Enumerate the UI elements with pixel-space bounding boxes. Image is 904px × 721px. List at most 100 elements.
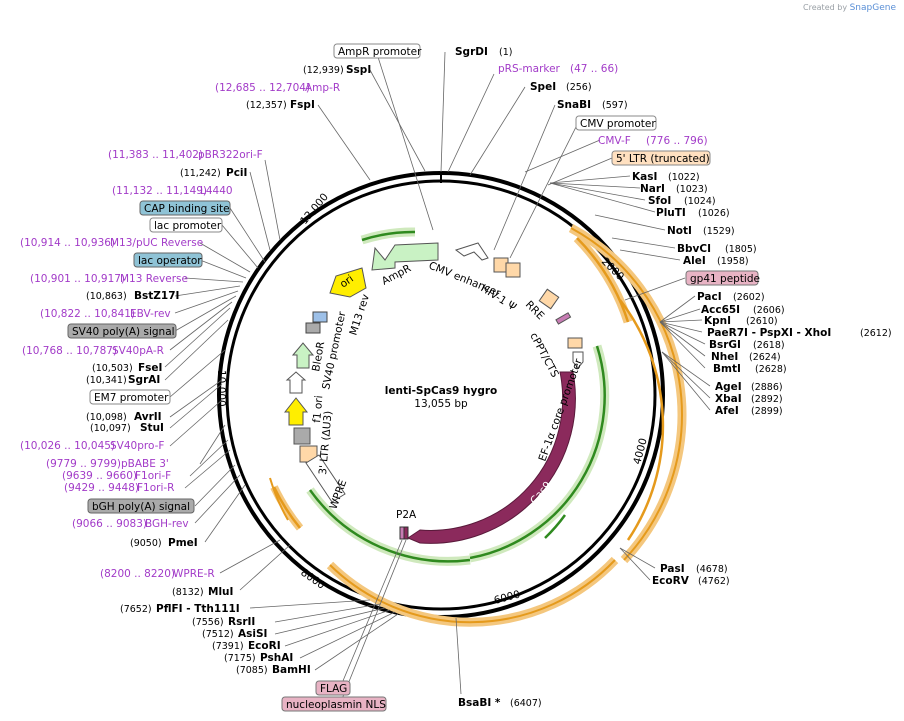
bstz-label: BstZ17I xyxy=(134,290,179,302)
nari-label: NarI xyxy=(640,183,665,195)
orange-arc-1-line xyxy=(570,227,683,561)
pbr-pos: (11,383 .. 11,402) xyxy=(108,149,203,161)
cppt-label: cPPT/CTS xyxy=(527,331,561,380)
agei-label: AgeI xyxy=(715,381,742,393)
cmvp-label: CMV promoter xyxy=(580,118,656,130)
ampr-promoter-box xyxy=(333,43,421,59)
f1r-label: F1ori-R xyxy=(137,482,174,494)
tick-8000: 8000 xyxy=(298,567,327,592)
fspi-pos: (12,357) xyxy=(246,100,287,111)
ltr5-label: 5' LTR (truncated) xyxy=(616,153,710,165)
orange-arc-5 xyxy=(269,477,289,521)
brand-name: SnapGene xyxy=(849,3,896,13)
wprer-label: WPRE-R xyxy=(173,568,215,580)
mlui-pos: (8132) xyxy=(172,587,204,598)
paci-label: PacI xyxy=(697,291,722,303)
bmti-label: BmtI xyxy=(713,363,741,375)
cppt-feature[interactable] xyxy=(567,337,583,349)
spei-label: SpeI xyxy=(530,81,556,93)
lacp-box xyxy=(149,217,223,233)
bleor-label: BleoR xyxy=(310,341,327,373)
left-labels: AmpR promoter (12,939) SspI (12,685 .. 1… xyxy=(20,43,542,712)
stui-label: StuI xyxy=(140,422,164,434)
sv40pa-feature[interactable] xyxy=(305,322,321,334)
ampr-primer-label: Amp-R xyxy=(305,82,340,94)
green-arc-small xyxy=(544,514,567,539)
bgh-feature[interactable] xyxy=(293,427,311,445)
lac-feature[interactable] xyxy=(312,311,328,323)
cap-label: CAP binding site xyxy=(144,203,230,215)
ampr-primer-pos: (12,685 .. 12,704) xyxy=(215,82,310,94)
noti-label: NotI xyxy=(667,225,692,237)
pae-label: PaeR7I - PspXI - XhoI xyxy=(707,327,831,339)
prs-pos: (47 .. 66) xyxy=(570,63,618,75)
gp41-feature[interactable] xyxy=(555,312,572,325)
f1ori-feature[interactable] xyxy=(283,397,309,426)
flag-feature[interactable] xyxy=(403,526,409,540)
orange-arc-4-line xyxy=(272,486,301,529)
snabi-pos: (597) xyxy=(602,100,628,111)
kpni-pos: (2610) xyxy=(746,316,778,327)
ampr-promoter-label: AmpR promoter xyxy=(338,46,422,58)
tick-10000: 10,000 xyxy=(215,370,227,407)
afei-label: AfeI xyxy=(715,405,739,417)
acc65i-pos: (2606) xyxy=(753,305,785,316)
pbabe-pos: (9779 .. 9799) xyxy=(46,458,121,470)
sv40par-label: SV40pA-R xyxy=(112,345,164,357)
alei-label: AleI xyxy=(683,255,706,267)
em7-feature[interactable] xyxy=(285,371,307,394)
noti-pos: (1529) xyxy=(703,226,735,237)
afei-pos: (2899) xyxy=(751,406,783,417)
pluti-pos: (1026) xyxy=(698,208,730,219)
ecorv-label: EcoRV xyxy=(652,575,690,587)
ltr3-label: 3' LTR (ΔU3) xyxy=(317,410,335,475)
cmvf-pos: (776 .. 796) xyxy=(646,135,708,147)
m13r-label: M13 Reverse xyxy=(120,273,188,285)
bghrev-label: BGH-rev xyxy=(145,518,189,530)
snabi-label: SnaBI xyxy=(557,99,591,111)
m13r-pos: (10,901 .. 10,917) xyxy=(30,273,125,285)
fsei-pos: (10,503) xyxy=(92,363,133,374)
ltr5-box xyxy=(611,150,711,166)
asisi-pos: (7512) xyxy=(202,629,234,640)
bghrev-pos: (9066 .. 9083) xyxy=(72,518,147,530)
flag-label: FLAG xyxy=(320,683,347,695)
orange-arc-2 xyxy=(619,299,665,541)
paci-pos: (2602) xyxy=(733,292,765,303)
cmv-enhancer-feature[interactable] xyxy=(454,242,489,261)
m13rev-label: M13 rev xyxy=(347,293,372,337)
rre-feature[interactable] xyxy=(538,288,560,310)
nhei-label: NheI xyxy=(711,351,738,363)
fsei-label: FseI xyxy=(138,362,162,374)
orange-arc-3-line xyxy=(329,559,616,624)
pflfi-label: PflFI - Tth111I xyxy=(156,603,240,615)
xbai-label: XbaI xyxy=(715,393,742,405)
sv40pa-box xyxy=(67,323,177,339)
pae-pos: (2612) xyxy=(860,328,892,339)
leader-lines xyxy=(164,51,711,705)
f1ori-label: f1 ori xyxy=(311,395,325,423)
bsabi-label: BsaBI * xyxy=(458,697,501,709)
asisi-label: AsiSI xyxy=(238,628,267,640)
gp41-label: gp41 peptide xyxy=(690,273,760,285)
xbai-pos: (2892) xyxy=(751,394,783,405)
ampr-feature[interactable] xyxy=(371,242,439,271)
nhei-pos: (2624) xyxy=(749,352,781,363)
ef1a-feature[interactable] xyxy=(572,351,584,369)
ltr5-feature-2[interactable] xyxy=(505,262,521,278)
ebv-pos: (10,822 .. 10,841) xyxy=(40,308,135,320)
bleor-feature[interactable] xyxy=(291,342,315,369)
gp41-arc xyxy=(576,237,630,323)
sfoi-pos: (1024) xyxy=(684,196,716,207)
cmvp-box xyxy=(575,115,657,131)
green-arc-top xyxy=(361,230,416,242)
ecorv-pos: (4762) xyxy=(698,576,730,587)
pshai-label: PshAI xyxy=(260,652,293,664)
wpre-feature[interactable] xyxy=(305,454,346,503)
rsrii-label: RsrII xyxy=(228,616,255,628)
spei-pos: (256) xyxy=(566,82,592,93)
ori-feature[interactable] xyxy=(329,267,367,298)
l4440-pos: (11,132 .. 11,149) xyxy=(112,185,207,197)
pcii-label: PciI xyxy=(226,167,247,179)
